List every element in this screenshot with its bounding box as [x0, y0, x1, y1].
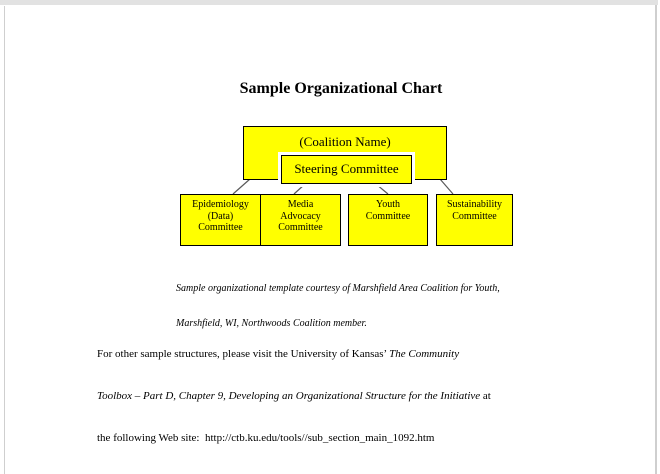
body-text-italic: The Community — [389, 348, 460, 360]
org-box-steering-committee: Steering Committee — [281, 155, 412, 184]
web-site-url-text: the following Web site: http://ctb.ku.ed… — [97, 432, 435, 444]
page-edge-left — [4, 6, 5, 474]
body-paragraph-line2: Toolbox – Part D, Chapter 9, Developing … — [97, 389, 491, 403]
chart-caption: Sample organizational template courtesy … — [176, 260, 500, 352]
page-edge-top — [0, 0, 658, 5]
page-edge-right — [655, 5, 657, 474]
org-box-epidemiology-committee: Epidemiology (Data) Committee — [180, 194, 261, 246]
org-box-sustainability-committee: Sustainability Committee — [436, 194, 513, 246]
chart-caption-line1: Sample organizational template courtesy … — [176, 283, 500, 294]
body-paragraph: For other sample structures, please visi… — [97, 319, 491, 473]
page-title: Sample Organizational Chart — [239, 80, 443, 97]
body-text-regular: For other sample structures, please visi… — [97, 348, 390, 360]
org-box-media-advocacy-committee: Media Advocacy Committee — [260, 194, 341, 246]
body-paragraph-line1: For other sample structures, please visi… — [97, 347, 491, 361]
body-paragraph-line3: the following Web site: http://ctb.ku.ed… — [97, 431, 491, 445]
chart-caption-line2: Marshfield, WI, Northwoods Coalition mem… — [176, 317, 367, 329]
body-text-italic: Toolbox – Part D, Chapter 9, Developing … — [97, 390, 481, 402]
org-box-youth-committee: Youth Committee — [348, 194, 428, 246]
body-text-regular: at — [480, 390, 491, 402]
